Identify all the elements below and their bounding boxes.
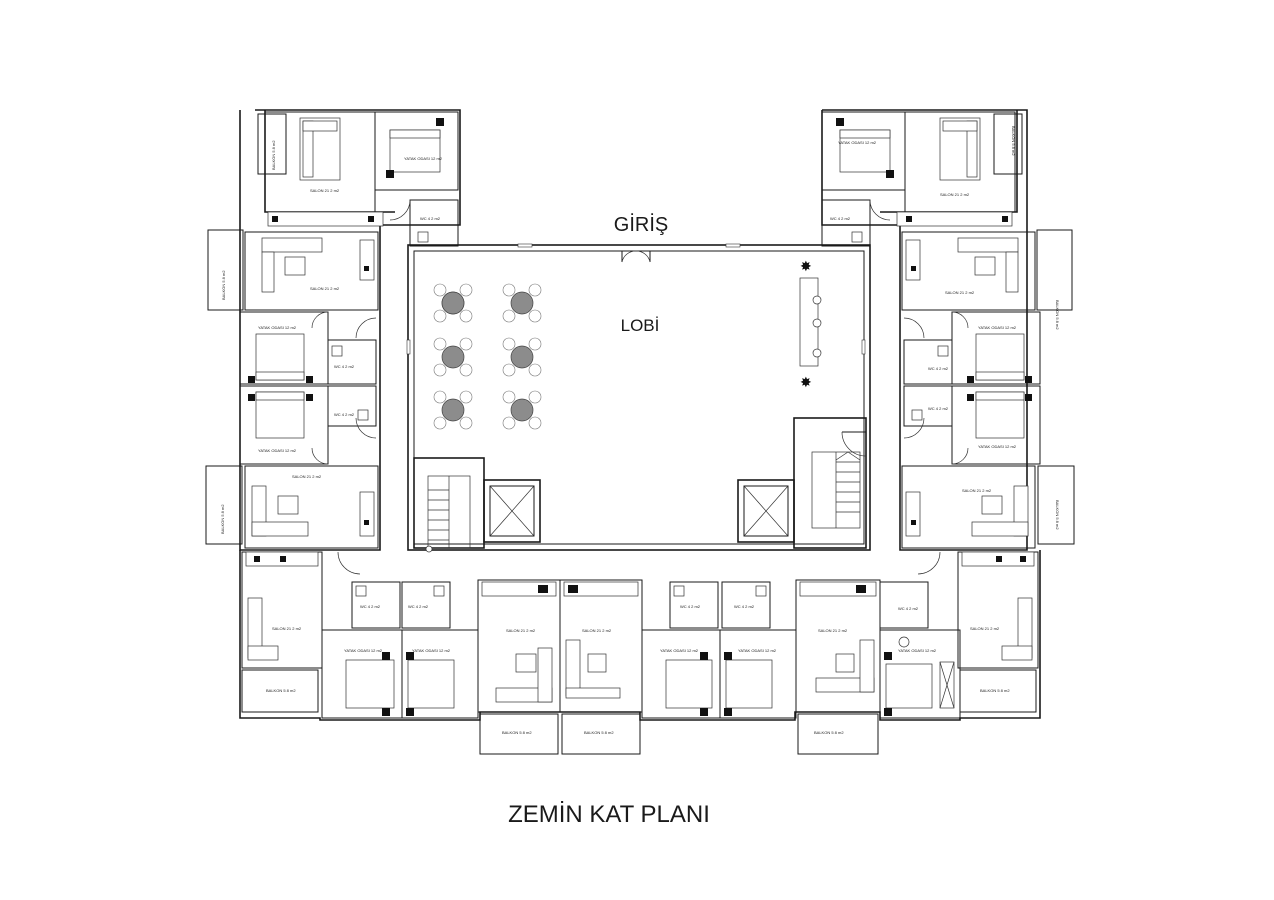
room-label-wc: WC 4 2 m2 <box>680 604 701 609</box>
room-label-balcony: BALKON 5 8 m2 <box>584 730 614 735</box>
room-label-balcony: BALKON 5 8 m2 <box>980 688 1010 693</box>
room-label-balcony: BALKON 5 8 m2 <box>271 140 276 170</box>
room-label-salon: SALON 21 2 m2 <box>940 192 970 197</box>
room-label-wc: WC 4 2 m2 <box>928 406 949 411</box>
right-wing-units <box>821 111 1075 549</box>
room-label-wc: WC 4 2 m2 <box>408 604 429 609</box>
room-label-wc: WC 4 2 m2 <box>898 606 919 611</box>
room-label-bedroom: YATAK ODASI 12 m2 <box>404 156 443 161</box>
reception-desk: ✸ ✸ <box>799 258 822 390</box>
room-label-wc: WC 4 2 m2 <box>928 366 949 371</box>
room-label-bedroom: YATAK ODASI 12 m2 <box>344 648 383 653</box>
room-label-wc: WC 4 2 m2 <box>334 412 355 417</box>
plan-title: ZEMİN KAT PLANI <box>508 801 710 828</box>
right-elevator <box>737 479 795 543</box>
bottom-strip-units: SALON 21 2 m2 BALKON 5 8 m2 YATAK ODASI … <box>241 551 1039 755</box>
right-wing-labels: YATAK ODASI 12 m2 SALON 21 2 m2 WC 4 2 m… <box>830 126 1060 530</box>
room-label-wc: WC 4 2 m2 <box>360 604 381 609</box>
room-label-bedroom: YATAK ODASI 12 m2 <box>898 648 937 653</box>
room-label-bedroom: YATAK ODASI 12 m2 <box>738 648 777 653</box>
room-label-salon: SALON 21 2 m2 <box>310 286 340 291</box>
lobby-table <box>502 283 542 323</box>
lobby-table <box>502 337 542 377</box>
room-label-salon: SALON 21 2 m2 <box>506 628 536 633</box>
left-wing-units: YATAK ODASI 12 m2 SALON 21 2 m2 BALKON 5… <box>205 111 459 549</box>
room-label-salon: SALON 21 2 m2 <box>582 628 612 633</box>
room-label-salon: SALON 21 2 m2 <box>945 290 975 295</box>
room-label-bedroom: YATAK ODASI 12 m2 <box>412 648 451 653</box>
room-label-bedroom: YATAK ODASI 12 m2 <box>258 448 297 453</box>
room-label-salon: SALON 21 2 m2 <box>292 474 322 479</box>
room-label-wc: WC 4 2 m2 <box>420 216 441 221</box>
room-label-balcony: BALKON 5 8 m2 <box>1055 300 1060 330</box>
room-label-bedroom: YATAK ODASI 12 m2 <box>258 325 297 330</box>
left-elevator <box>483 479 541 543</box>
lobby-label: LOBİ <box>621 316 660 335</box>
room-label-salon: SALON 21 2 m2 <box>310 188 340 193</box>
lobby-table <box>502 390 542 430</box>
room-label-balcony: BALKON 5 8 m2 <box>220 504 225 534</box>
room-label-balcony: BALKON 5 8 m2 <box>814 730 844 735</box>
room-label-bedroom: YATAK ODASI 12 m2 <box>838 140 877 145</box>
room-label-balcony: BALKON 5 8 m2 <box>502 730 532 735</box>
room-label-balcony: BALKON 5 8 m2 <box>1011 126 1016 156</box>
lobby-area <box>406 243 871 551</box>
plant-icon: ✸ <box>800 258 812 274</box>
room-label-wc: WC 4 2 m2 <box>830 216 851 221</box>
room-label-bedroom: YATAK ODASI 12 m2 <box>978 444 1017 449</box>
room-label-salon: SALON 21 2 m2 <box>818 628 848 633</box>
lobby-table <box>433 390 473 430</box>
room-label-bedroom: YATAK ODASI 12 m2 <box>660 648 699 653</box>
room-label-salon: SALON 21 2 m2 <box>962 488 992 493</box>
lobby-table <box>433 337 473 377</box>
room-label-balcony: BALKON 5 8 m2 <box>221 270 226 300</box>
room-label-salon: SALON 21 2 m2 <box>272 626 302 631</box>
entrance-label: GİRİŞ <box>614 213 668 236</box>
left-stair-core <box>413 457 485 553</box>
lobby-table <box>433 283 473 323</box>
room-label-wc: WC 4 2 m2 <box>734 604 755 609</box>
room-label-balcony: BALKON 5 8 m2 <box>266 688 296 693</box>
lobby-table-group <box>433 283 542 430</box>
right-stair-core <box>793 417 867 549</box>
room-label-balcony: BALKON 5 8 m2 <box>1055 500 1060 530</box>
room-label-salon: SALON 21 2 m2 <box>970 626 1000 631</box>
room-label-wc: WC 4 2 m2 <box>334 364 355 369</box>
room-label-bedroom: YATAK ODASI 12 m2 <box>978 325 1017 330</box>
plant-icon: ✸ <box>800 374 812 390</box>
